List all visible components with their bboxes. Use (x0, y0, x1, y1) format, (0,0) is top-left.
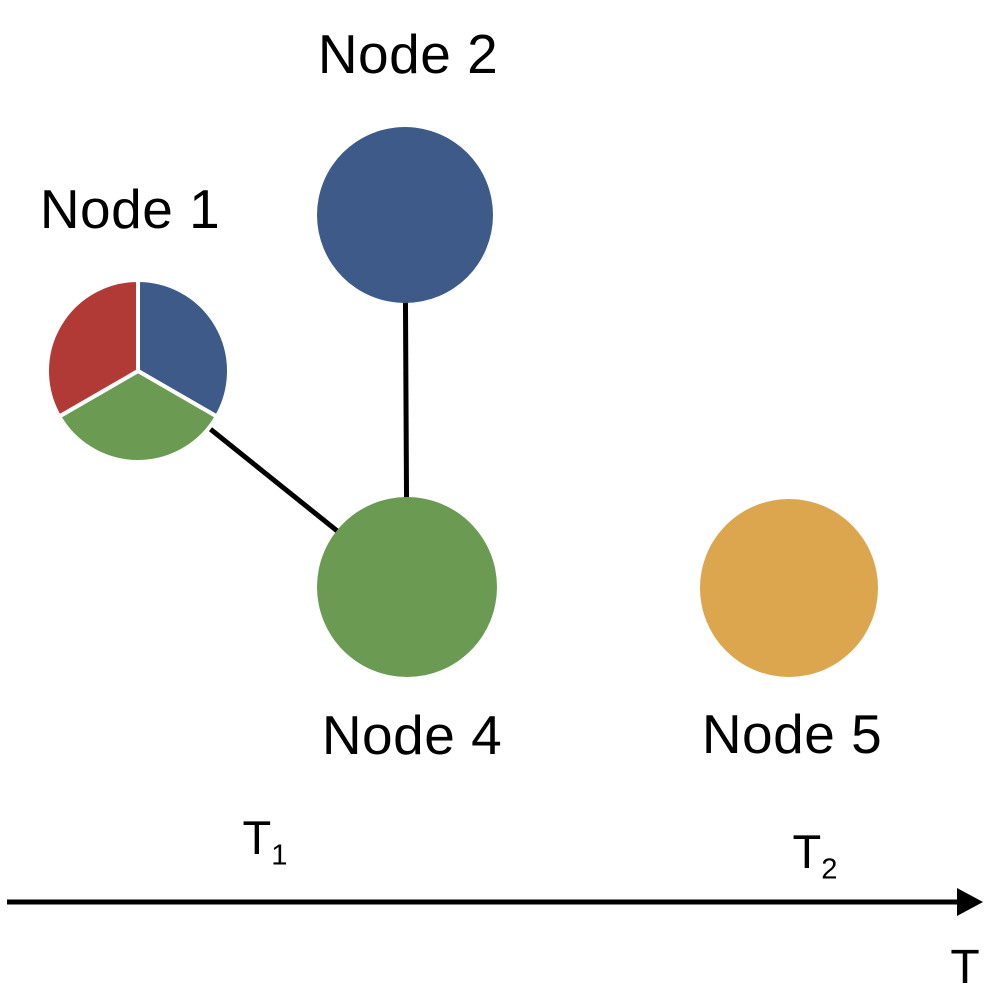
node-1-pie-slice-green (57, 369, 219, 464)
timeline-tick-t2: T2 (793, 828, 838, 885)
node-4-circle (317, 497, 497, 677)
node-1-label: Node 1 (39, 178, 221, 240)
time-axis-label: T (950, 941, 980, 994)
node-2-label: Node 2 (317, 23, 499, 85)
node-5-circle (700, 499, 878, 677)
timeline-tick-t1-base: T (242, 811, 272, 864)
time-axis-arrowhead-icon (957, 888, 983, 916)
timeline-tick-t2-sub: 2 (821, 853, 838, 886)
timeline-tick-t1-sub: 1 (271, 839, 288, 872)
timeline-tick-t1: T1 (243, 814, 288, 871)
node-1-pie (45, 278, 231, 464)
node-5-label: Node 5 (701, 703, 883, 765)
timeline-tick-t2-base: T (792, 825, 822, 878)
node-2-circle (317, 127, 493, 303)
time-axis (7, 888, 983, 916)
node-1-pie-slice-red (45, 278, 140, 419)
node-4-label: Node 4 (321, 704, 503, 766)
